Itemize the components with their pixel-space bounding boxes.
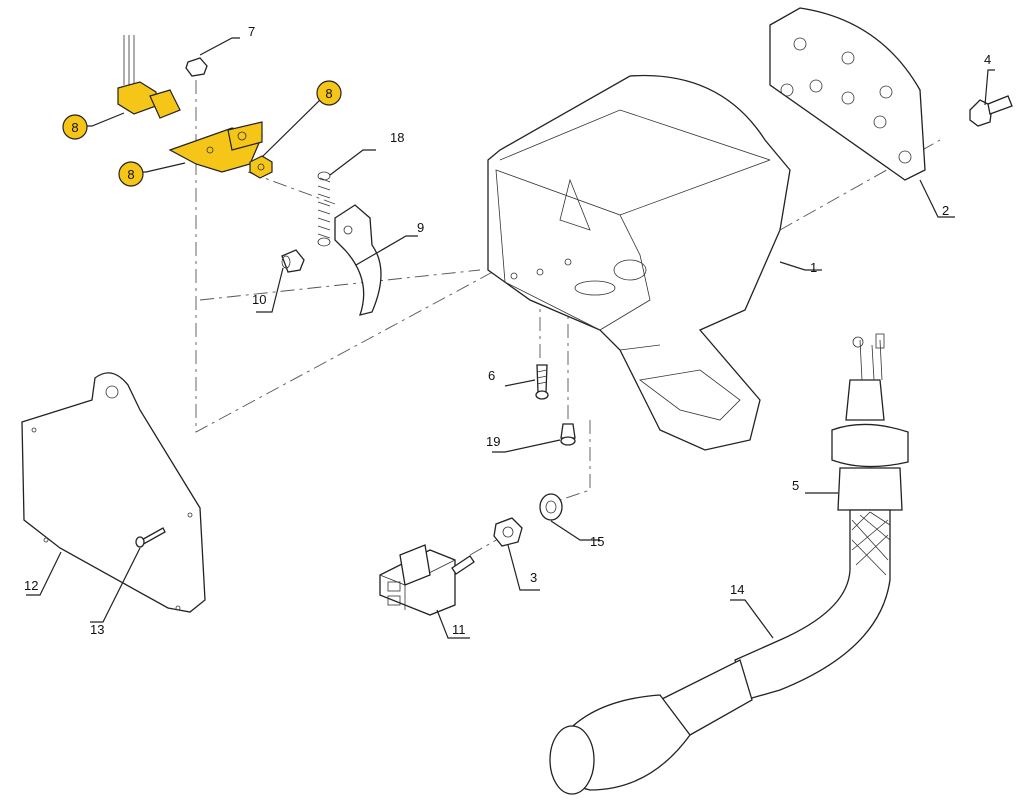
spring-part-18 (317, 171, 331, 247)
callout-10: 10 (252, 292, 266, 307)
callout-8-top: 8 (325, 86, 332, 101)
callout-13: 13 (90, 622, 104, 637)
callout-9: 9 (417, 220, 424, 235)
callout-8-left: 8 (71, 120, 78, 135)
bracket-part-8 (168, 121, 263, 173)
plunger-part-10 (281, 249, 305, 273)
washer-part-15 (539, 493, 563, 521)
toggle-switch-part-11 (379, 544, 475, 616)
callout-labels: 1 2 3 4 5 6 7 9 10 11 12 13 14 15 18 19 (24, 24, 991, 637)
callout-3: 3 (530, 570, 537, 585)
screw-part-19 (560, 423, 576, 446)
callout-14: 14 (730, 582, 744, 597)
highlight-callouts: 8 8 8 (62, 80, 342, 187)
callout-18: 18 (390, 130, 404, 145)
callout-11: 11 (452, 622, 466, 637)
callout-5: 5 (792, 478, 799, 493)
callout-15: 15 (590, 534, 604, 549)
assembly-center-lines (195, 80, 941, 556)
callout-badge-8-bracket (118, 161, 144, 187)
screw-part-13 (135, 527, 166, 548)
housing-part-1 (487, 74, 791, 451)
bolt-part-4 (969, 95, 1013, 127)
nut-part-8 (249, 155, 273, 179)
potentiometer-part-8 (117, 35, 181, 119)
callout-8-bracket: 8 (127, 167, 134, 182)
callout-badge-8-top (316, 80, 342, 106)
callout-badge-8-left (62, 114, 88, 140)
callout-2: 2 (942, 203, 949, 218)
cover-plate-part-12 (21, 372, 206, 613)
cable-assembly-part-14 (549, 333, 909, 795)
callout-19: 19 (486, 434, 500, 449)
callout-1: 1 (810, 260, 817, 275)
nut-part-3 (493, 517, 523, 547)
callout-4: 4 (984, 52, 991, 67)
callout-12: 12 (24, 578, 38, 593)
callout-6: 6 (488, 368, 495, 383)
screw-part-6 (535, 364, 549, 400)
mounting-plate-part-2 (769, 7, 926, 181)
callout-7: 7 (248, 24, 255, 39)
trigger-part-9 (334, 204, 382, 316)
nut-part-7 (185, 57, 208, 77)
